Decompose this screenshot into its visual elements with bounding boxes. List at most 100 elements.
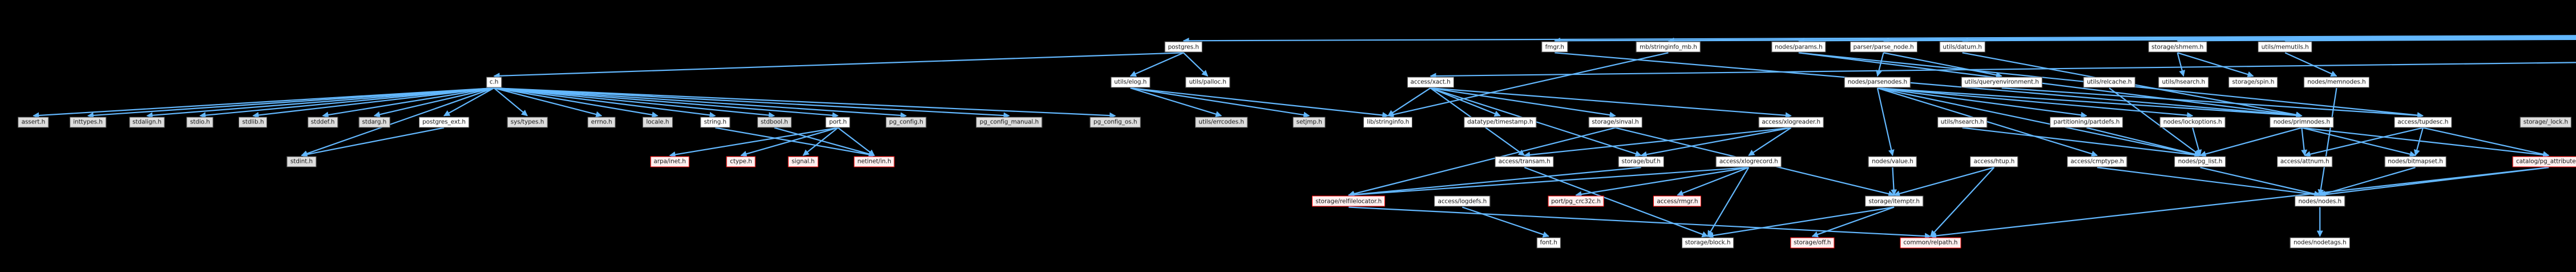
graph-node-stdio_h[interactable]: stdio.h (187, 117, 213, 128)
graph-node-pg_config_manual[interactable]: pg_config_manual.h (976, 117, 1043, 128)
graph-node-nodes_nodes[interactable]: nodes/nodes.h (2295, 195, 2345, 207)
graph-node-parser_parse_node[interactable]: parser/parse_node.h (1850, 41, 1917, 53)
graph-node-assert_h[interactable]: assert.h (18, 117, 49, 128)
edge-access_xlogrecord-to-port_pg_crc32c (1575, 166, 1749, 198)
graph-node-utils_queryenv[interactable]: utils/queryenvironment.h (1961, 77, 2042, 88)
edge-postgres_h-to-utils_palloc (1183, 52, 1209, 77)
edge-catalog_pg_attr-to-common_relpath (1929, 166, 2549, 239)
edge-access_tupdesc-to-catalog_pg_attr (2422, 127, 2550, 158)
edge-postgres_h-to-c_h (493, 52, 1184, 79)
edge-root-to-access_xact (1430, 62, 2576, 79)
graph-node-storage_spin[interactable]: storage/spin.h (2228, 77, 2278, 88)
graph-node-signal_h[interactable]: signal.h (788, 156, 818, 167)
graph-node-access_rmgr[interactable]: access/rmgr.h (1653, 195, 1702, 207)
graph-node-utils_memutils_top[interactable]: utils/memutils.h (2258, 41, 2312, 53)
graph-node-nodes_lockoptions[interactable]: nodes/lockoptions.h (2159, 117, 2226, 128)
graph-node-storage_off[interactable]: storage/off.h (1790, 237, 1835, 249)
graph-node-postgres_h[interactable]: postgres.h (1164, 41, 1202, 53)
graph-node-c_h[interactable]: c.h (486, 77, 502, 88)
edge-storage_itemptr-to-storage_block (1707, 206, 1895, 239)
graph-node-errno_h[interactable]: errno.h (587, 117, 616, 128)
edge-nodes_memnodes-to-nodes_nodes (2317, 87, 2337, 196)
graph-node-nodes_bitmapset[interactable]: nodes/bitmapset.h (2384, 156, 2446, 167)
graph-node-locale_h[interactable]: locale.h (643, 117, 673, 128)
edge-utils_elog-to-utils_errcodes (1130, 87, 1222, 117)
graph-node-storage_itemptr[interactable]: storage/itemptr.h (1865, 195, 1923, 207)
graph-node-access_attnum[interactable]: access/attnum.h (2276, 156, 2333, 167)
graph-node-nodes_primnodes[interactable]: nodes/primnodes.h (2270, 117, 2334, 128)
graph-node-nodes_value[interactable]: nodes/value.h (1868, 156, 1917, 167)
graph-node-stdalign_h[interactable]: stdalign.h (129, 117, 165, 128)
graph-node-storage_relfileloc[interactable]: storage/relfilelocator.h (1312, 195, 1386, 207)
graph-node-setjmp_h[interactable]: setjmp.h (1293, 117, 1326, 128)
graph-node-storage_lock[interactable]: storage/_lock.h (2520, 117, 2572, 128)
graph-node-arpa_inet[interactable]: arpa/inet.h (650, 156, 689, 167)
graph-node-common_relpath[interactable]: common/relpath.h (1900, 237, 1961, 249)
edge-parser_parse_node-to-nodes_parsenodes (1876, 53, 1884, 77)
graph-node-port_pg_crc32c[interactable]: port/pg_crc32c.h (1548, 195, 1604, 207)
graph-node-fmgr_h[interactable]: fmgr.h (1541, 41, 1568, 53)
edge-root-to-utils_datum_top (1961, 37, 2576, 44)
graph-node-access_xact[interactable]: access/xact.h (1407, 77, 1454, 88)
graph-node-font_h[interactable]: font.h (1536, 237, 1561, 249)
edge-root-to-storage_shmem_top (2177, 37, 2576, 44)
graph-node-nodes_pg_list[interactable]: nodes/pg_list.h (2174, 156, 2226, 167)
graph-node-string_h[interactable]: string.h (700, 117, 730, 128)
graph-node-postgres_ext[interactable]: postgres_ext.h (419, 117, 469, 128)
edge-port_h-to-arpa_inet (669, 127, 838, 158)
graph-node-datatype_timestamp[interactable]: datatype/timestamp.h (1464, 117, 1537, 128)
edge-access_xlogreader-to-storage_buf (1640, 127, 1791, 158)
edge-c_h-to-locale_h (494, 87, 659, 118)
graph-node-storage_block[interactable]: storage/block.h (1681, 237, 1734, 249)
graph-node-stdlib_h[interactable]: stdlib.h (239, 117, 268, 128)
edge-access_htup-to-common_relpath (1930, 167, 1995, 237)
graph-node-sys_types[interactable]: sys/types.h (507, 117, 548, 128)
graph-node-storage_shmem_top[interactable]: storage/shmem.h (2148, 41, 2207, 53)
graph-node-utils_hsearch_m[interactable]: utils/hsearch.h (1937, 117, 1988, 128)
edge-c_h-to-stddef_h (322, 87, 494, 118)
edge-root-to-mb_stringinfo (1667, 36, 2576, 44)
graph-node-mb_stringinfo[interactable]: mb/stringinfo_mb.h (1636, 41, 1701, 53)
edge-c_h-to-port_h (494, 87, 839, 119)
graph-node-stddef_h[interactable]: stddef.h (307, 117, 338, 128)
graph-node-access_transam[interactable]: access/transam.h (1495, 156, 1554, 167)
graph-node-storage_buf[interactable]: storage/buf.h (1618, 156, 1664, 167)
graph-node-stdbool_h[interactable]: stdbool.h (757, 117, 792, 128)
graph-node-nodes_nodetags[interactable]: nodes/nodetags.h (2290, 237, 2350, 249)
graph-node-access_logdefs[interactable]: access/logdefs.h (1434, 195, 1491, 207)
edge-c_h-to-postgres_ext (443, 87, 495, 117)
graph-node-utils_relcache[interactable]: utils/relcache.h (2083, 77, 2135, 88)
edge-nodes_primnodes-to-nodes_bitmapset (2302, 127, 2416, 158)
graph-node-utils_palloc[interactable]: utils/palloc.h (1185, 77, 1230, 88)
graph-node-pg_config_h[interactable]: pg_config.h (886, 117, 927, 128)
graph-node-netinet_in[interactable]: netinet/in.h (854, 156, 895, 167)
graph-node-access_xlogrecord[interactable]: access/xlogrecord.h (1715, 156, 1782, 167)
graph-node-ctype_h[interactable]: ctype.h (726, 156, 756, 167)
graph-node-storage_sinval[interactable]: storage/sinval.h (1588, 117, 1642, 128)
edge-access_xact-to-datatype_timestamp (1430, 87, 1501, 117)
edge-access_xlogreader-to-access_transam (1524, 127, 1791, 158)
graph-node-utils_elog[interactable]: utils/elog.h (1111, 77, 1150, 88)
graph-node-pg_config_os[interactable]: pg_config_os.h (1090, 117, 1141, 128)
graph-node-access_tupdesc[interactable]: access/tupdesc.h (2394, 117, 2452, 128)
edge-partitioning_part-to-nodes_pg_list (2086, 127, 2201, 158)
graph-node-stdint_left[interactable]: stdint.h (286, 156, 316, 167)
graph-node-inttypes_h[interactable]: inttypes.h (70, 117, 106, 128)
edge-port_h-to-signal_h (802, 127, 839, 156)
graph-node-access_xlogreader[interactable]: access/xlogreader.h (1758, 117, 1824, 128)
graph-node-utils_datum_top[interactable]: utils/datum.h (1939, 41, 1985, 53)
graph-node-nodes_parsenodes[interactable]: nodes/parsenodes.h (1844, 77, 1911, 88)
graph-node-partitioning_part[interactable]: partitioning/partdefs.h (2050, 117, 2123, 128)
graph-node-catalog_pg_attr[interactable]: catalog/pg_attribute.h (2512, 156, 2576, 167)
edge-catalog_pg_attr-to-nodes_nodes (2319, 166, 2549, 198)
graph-node-utils_hsearch[interactable]: utils/hsearch.h (2158, 77, 2209, 88)
graph-node-access_htup[interactable]: access/htup.h (1970, 156, 2018, 167)
graph-node-nodes_params[interactable]: nodes/params.h (1771, 41, 1826, 53)
graph-node-lib_stringinfo[interactable]: lib/stringinfo.h (1363, 117, 1413, 128)
graph-node-stdarg_h[interactable]: stdarg.h (358, 117, 390, 128)
graph-node-utils_errcodes[interactable]: utils/errcodes.h (1195, 117, 1247, 128)
graph-node-port_h[interactable]: port.h (825, 117, 850, 128)
graph-node-access_cmptype[interactable]: access/cmptype.h (2067, 156, 2127, 167)
graph-node-nodes_memnodes[interactable]: nodes/memnodes.h (2304, 77, 2369, 88)
